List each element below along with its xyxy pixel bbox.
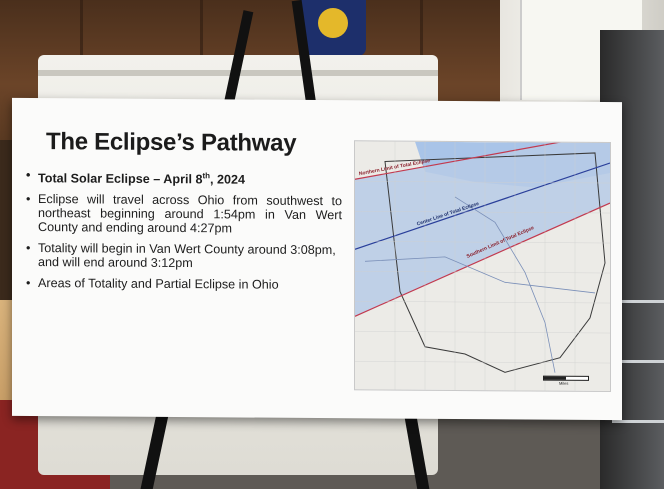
- bullet-areas: Areas of Totality and Partial Eclipse in…: [26, 276, 342, 292]
- eclipse-sign-board: The Eclipse’s Pathway Total Solar Eclips…: [12, 97, 622, 421]
- cooler-shelf: [612, 420, 664, 423]
- cooler-shelf: [612, 360, 664, 363]
- interstate-highway: [364, 256, 596, 294]
- cooler-shelf: [612, 300, 664, 303]
- map-scale-label: Miles: [559, 380, 569, 386]
- lions-emblem-logo: [318, 8, 348, 38]
- center-line: [355, 162, 610, 250]
- sign-title: The Eclipse’s Pathway: [46, 128, 297, 157]
- bullet-eclipse-date: Total Solar Eclipse – April 8th, 2024: [26, 168, 342, 187]
- bullet-list: Total Solar Eclipse – April 8th, 2024 Ec…: [26, 168, 342, 299]
- northern-limit-line: [355, 141, 610, 180]
- bullet-date-superscript: th: [202, 171, 211, 181]
- county-lines: [355, 141, 610, 391]
- southern-limit-line: [355, 202, 610, 317]
- bullet-eclipse-path: Eclipse will travel across Ohio from sou…: [26, 192, 342, 236]
- bullet-date-text: Total Solar Eclipse – April 8: [38, 171, 203, 187]
- map-graphic: [355, 141, 610, 392]
- interstate-highway: [454, 196, 556, 373]
- bullet-totality-times: Totality will begin in Van Wert County a…: [26, 241, 342, 271]
- totality-band: [355, 141, 610, 317]
- bullet-date-year: , 2024: [210, 172, 246, 187]
- ohio-eclipse-map: Northern Limit of Total Eclipse Center L…: [354, 140, 611, 393]
